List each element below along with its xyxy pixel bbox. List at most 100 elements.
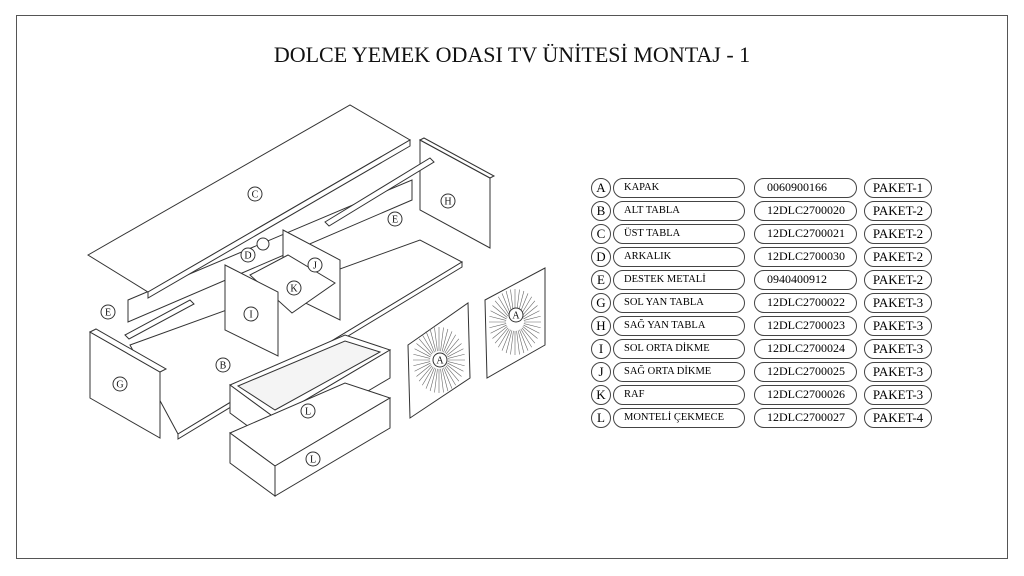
sunburst-ray [517, 330, 525, 354]
part-letter: A [591, 177, 611, 198]
part-label-e: E [100, 304, 116, 320]
sunburst-ray [414, 362, 431, 372]
part-label-l: L [305, 451, 321, 467]
part-name: SAĞ ORTA DİKME [613, 361, 745, 382]
part-code: 0060900166 [754, 177, 857, 198]
part-package: PAKET-2 [864, 246, 932, 267]
sunburst-ray [446, 343, 462, 356]
part-name: SOL YAN TABLA [613, 292, 745, 313]
part-package: PAKET-3 [864, 384, 932, 405]
part-label-k: K [286, 280, 302, 296]
label-circle [440, 193, 456, 209]
label-text: I [249, 310, 252, 321]
sunburst-ray [490, 324, 507, 334]
part-label-d: D [240, 247, 256, 263]
part-name: ÜST TABLA [613, 223, 745, 244]
part-letter: L [591, 407, 611, 428]
sunburst-ray [447, 361, 465, 367]
sunburst-ray [494, 300, 509, 317]
sunburst-ray [445, 365, 460, 382]
part-letter: C [591, 223, 611, 244]
sunburst-ray [418, 365, 433, 382]
label-circle [100, 304, 116, 320]
label-text: A [512, 311, 520, 322]
sunburst-ray [494, 327, 509, 344]
sunburst-ray [523, 315, 541, 321]
sunburst-ray [425, 331, 435, 353]
label-text: L [310, 455, 316, 466]
part-letter: G [591, 292, 611, 313]
label-circle [387, 211, 403, 227]
label-text: A [436, 356, 444, 367]
part-code: 12DLC2700022 [754, 292, 857, 313]
sunburst-ray [519, 329, 529, 351]
part-letter: B [591, 200, 611, 221]
part-name: MONTELİ ÇEKMECE [613, 407, 745, 428]
label-circle [432, 352, 448, 368]
sunburst-ray [489, 315, 507, 321]
part-letter: J [591, 361, 611, 382]
part-name: RAF [613, 384, 745, 405]
sunburst-ray [501, 329, 511, 351]
label-circle [112, 376, 128, 392]
label-circle [240, 247, 256, 263]
label-circle [305, 451, 321, 467]
sunburst-ray [505, 330, 513, 354]
part-label-e: E [387, 211, 403, 227]
sunburst-ray [429, 328, 437, 352]
part-label-h: H [440, 193, 456, 209]
sunburst-ray [444, 334, 456, 354]
part-label-j: J [307, 257, 323, 273]
part-package: PAKET-3 [864, 315, 932, 336]
part-name: KAPAK [613, 177, 745, 198]
part-code: 12DLC2700025 [754, 361, 857, 382]
part-code: 12DLC2700024 [754, 338, 857, 359]
part-package: PAKET-3 [864, 338, 932, 359]
label-text: D [244, 251, 251, 262]
part-label-a: A [432, 352, 448, 368]
sunburst-ray [413, 353, 431, 359]
sunburst-ray [447, 362, 464, 372]
label-text: K [290, 284, 298, 295]
part-letter: H [591, 315, 611, 336]
sunburst-ray [498, 296, 510, 316]
part-code: 0940400912 [754, 269, 857, 290]
sunburst-ray [418, 338, 433, 355]
sunburst-ray [422, 366, 434, 386]
part-letter: D [591, 246, 611, 267]
sunburst-ray [416, 343, 432, 356]
sunburst-ray [498, 328, 510, 348]
part-package: PAKET-2 [864, 269, 932, 290]
label-text: C [252, 190, 259, 201]
sunburst-ray [425, 367, 435, 389]
part-name: DESTEK METALİ [613, 269, 745, 290]
sunburst-ray [414, 348, 431, 358]
sunburst-ray [523, 310, 540, 320]
part-letter: E [591, 269, 611, 290]
door-a-right [484, 267, 546, 379]
sunburst-ray [501, 293, 511, 315]
label-circle [243, 306, 259, 322]
label-text: B [220, 361, 227, 372]
part-label-i: I [243, 306, 259, 322]
part-package: PAKET-1 [864, 177, 932, 198]
page-title: DOLCE YEMEK ODASI TV ÜNİTESİ MONTAJ - 1 [273, 42, 751, 67]
right-side-panel-h [418, 137, 496, 249]
label-circle [215, 357, 231, 373]
sunburst-ray [492, 326, 508, 339]
part-code: 12DLC2700021 [754, 223, 857, 244]
sunburst-ray [444, 366, 456, 386]
support-metal-e [124, 157, 435, 340]
label-text: H [444, 197, 451, 208]
sunburst-ray [445, 338, 460, 355]
sunburst-ray [447, 348, 464, 358]
part-code: 12DLC2700020 [754, 200, 857, 221]
